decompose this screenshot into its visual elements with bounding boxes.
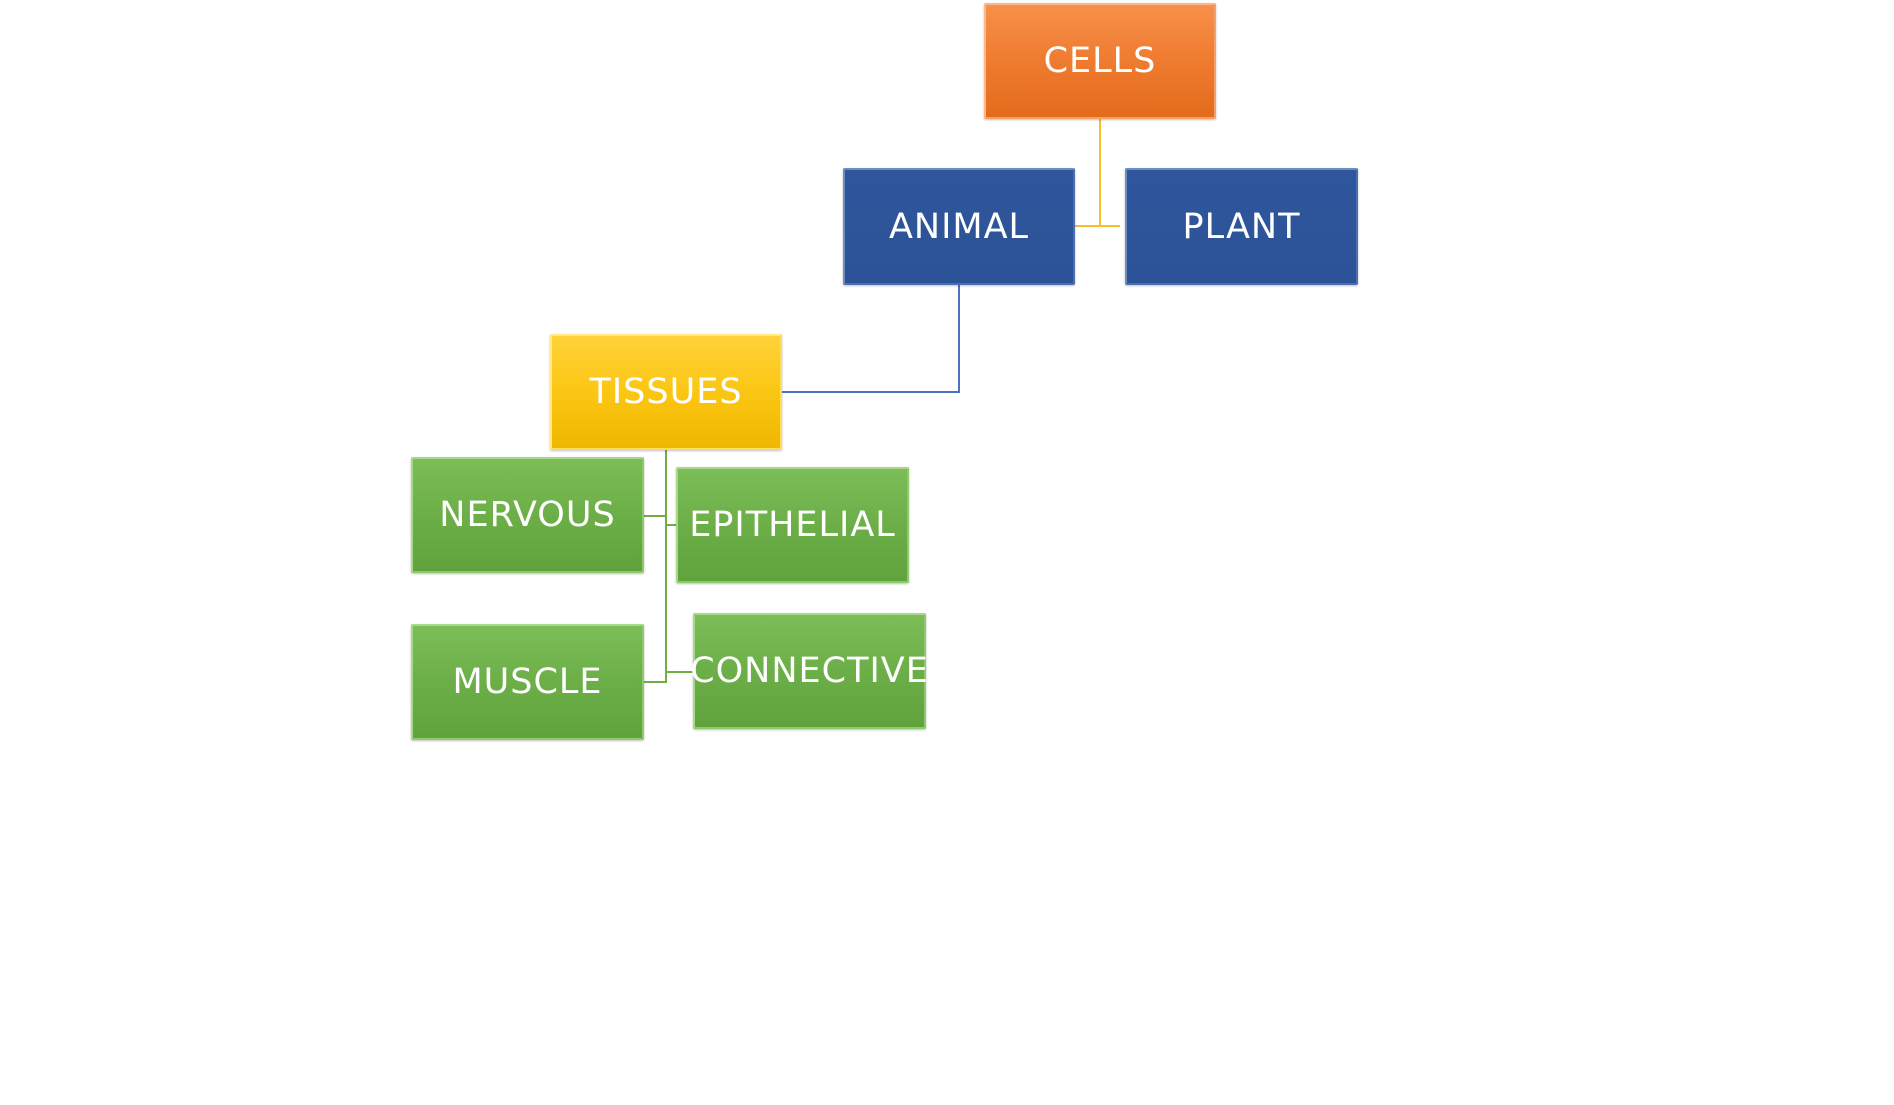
connector-animal-tissues: [781, 285, 960, 393]
node-animal: ANIMAL: [843, 168, 1075, 285]
node-muscle: MUSCLE: [411, 624, 644, 740]
node-plant: PLANT: [1125, 168, 1358, 285]
connector-tissues-muscle: [644, 672, 667, 683]
node-epithelial: EPITHELIAL: [676, 467, 909, 583]
node-connective: CONNECTIVE: [690, 613, 928, 729]
connector-cells-animal: [1071, 119, 1101, 227]
node-nervous: NERVOUS: [411, 457, 644, 573]
node-tissues: TISSUES: [550, 334, 782, 450]
node-cells: CELLS: [984, 3, 1216, 119]
